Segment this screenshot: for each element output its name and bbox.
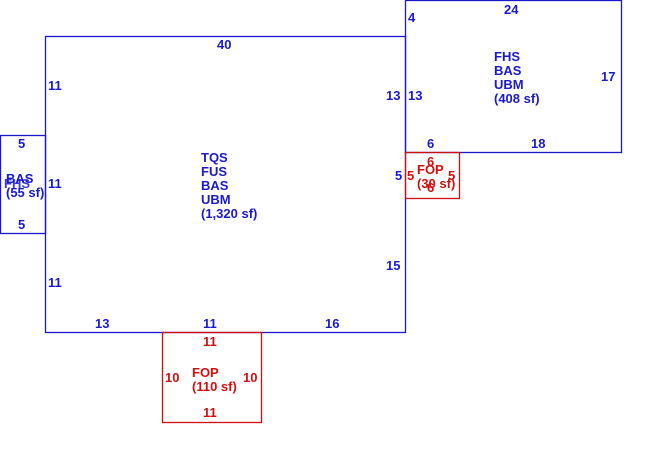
bottom-porch-area-label: FOP (110 sf): [192, 366, 237, 394]
small-porch-bottom-dimension: 6: [427, 180, 435, 195]
upper-right-left-lower-dimension: 13: [408, 88, 423, 103]
main-left-middle-dimension: 11: [48, 176, 62, 191]
main-area-code: BAS: [201, 178, 229, 193]
main-right-middle-dimension: 5: [395, 168, 403, 183]
upper-right-left-top-dimension: 4: [408, 10, 416, 25]
upper-right-right-dimension: 17: [601, 69, 616, 84]
bottom-porch-area-code: FOP: [192, 365, 219, 380]
upper-right-area-label: FHS BAS UBM (408 sf): [494, 50, 540, 106]
upper-right-area-size: (408 sf): [494, 91, 540, 106]
main-area-code: FUS: [201, 164, 227, 179]
main-area-code: TQS: [201, 150, 228, 165]
left-bump-area-size: (55 sf): [6, 185, 45, 200]
main-left-upper-dimension: 11: [48, 78, 62, 93]
main-bottom-middle-dimension: 11: [203, 316, 217, 331]
bottom-porch-bottom-dimension: 11: [203, 405, 217, 420]
bottom-porch-top-dimension: 11: [203, 334, 217, 349]
upper-right-bottom-left-dimension: 6: [427, 136, 435, 151]
small-porch-area-code: FOP: [417, 162, 444, 177]
main-area-size: (1,320 sf): [201, 206, 258, 221]
upper-right-bottom-right-dimension: 18: [531, 136, 546, 151]
small-porch-area-label: FOP (30 sf): [417, 163, 455, 191]
upper-right-area-code: UBM: [494, 77, 524, 92]
main-bottom-left-dimension: 13: [95, 316, 110, 331]
upper-right-top-dimension: 24: [504, 2, 519, 17]
small-porch-right-dimension: 5: [448, 168, 456, 183]
main-right-lower-dimension: 15: [386, 258, 401, 273]
main-right-upper-dimension: 13: [386, 88, 401, 103]
main-left-lower-dimension: 11: [48, 275, 62, 290]
left-bump-overlap-code: FHS: [4, 176, 30, 191]
upper-right-area-code: BAS: [494, 63, 522, 78]
main-bottom-right-dimension: 16: [325, 316, 340, 331]
left-bump-bottom-dimension: 5: [18, 217, 26, 232]
small-porch-left-dimension: 5: [407, 168, 415, 183]
left-bump-top-dimension: 5: [18, 136, 26, 151]
small-porch-top-dimension: 6: [427, 154, 435, 169]
upper-right-area-code: FHS: [494, 49, 520, 64]
left-bump-outline: [0, 134, 47, 235]
small-porch-area-size: (30 sf): [417, 176, 456, 191]
bottom-porch-left-dimension: 10: [165, 370, 180, 385]
bottom-porch-outline: [161, 331, 263, 424]
left-bump-area-label: BAS (55 sf): [6, 172, 44, 200]
main-area-label: TQS FUS BAS UBM (1,320 sf): [201, 151, 257, 221]
upper-right-area-outline: [404, 0, 623, 154]
main-area-code: UBM: [201, 192, 231, 207]
bottom-porch-area-size: (110 sf): [192, 379, 237, 394]
bottom-porch-right-dimension: 10: [243, 370, 258, 385]
main-top-dimension: 40: [217, 37, 232, 52]
left-bump-area-code: BAS: [6, 171, 34, 186]
small-porch-outline: [404, 151, 461, 200]
